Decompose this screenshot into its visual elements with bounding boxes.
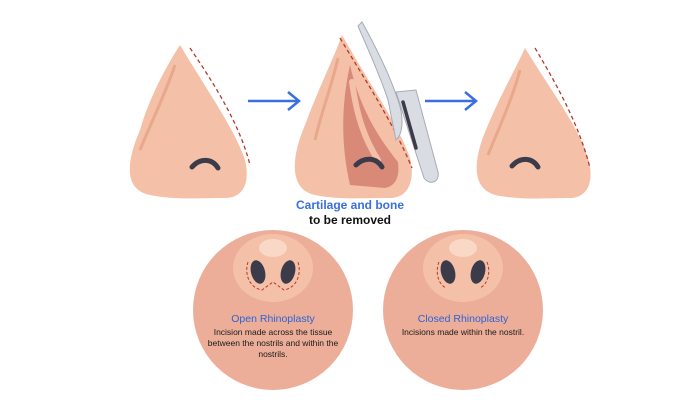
removal-caption-line1: Cartilage and bone (295, 198, 405, 212)
open-rhinoplasty-title: Open Rhinoplasty (231, 313, 315, 325)
closed-rhinoplasty-description: Incisions made within the nostril. (401, 327, 525, 337)
open-rhinoplasty-description: Incision made across the tissue between … (207, 327, 339, 359)
nose-after-icon (476, 47, 591, 199)
arrow-right-icon (248, 91, 301, 111)
closed-rhinoplasty-title: Closed Rhinoplasty (417, 313, 509, 325)
nose-surgery-icon (294, 35, 413, 199)
removal-caption-line2: to be removed (308, 213, 392, 227)
closed-rhinoplasty-circle (383, 230, 543, 390)
scalpel-icon (357, 21, 439, 183)
arrow-right-icon (425, 91, 478, 111)
nose-before-icon (129, 45, 251, 199)
open-rhinoplasty-circle (193, 230, 353, 390)
